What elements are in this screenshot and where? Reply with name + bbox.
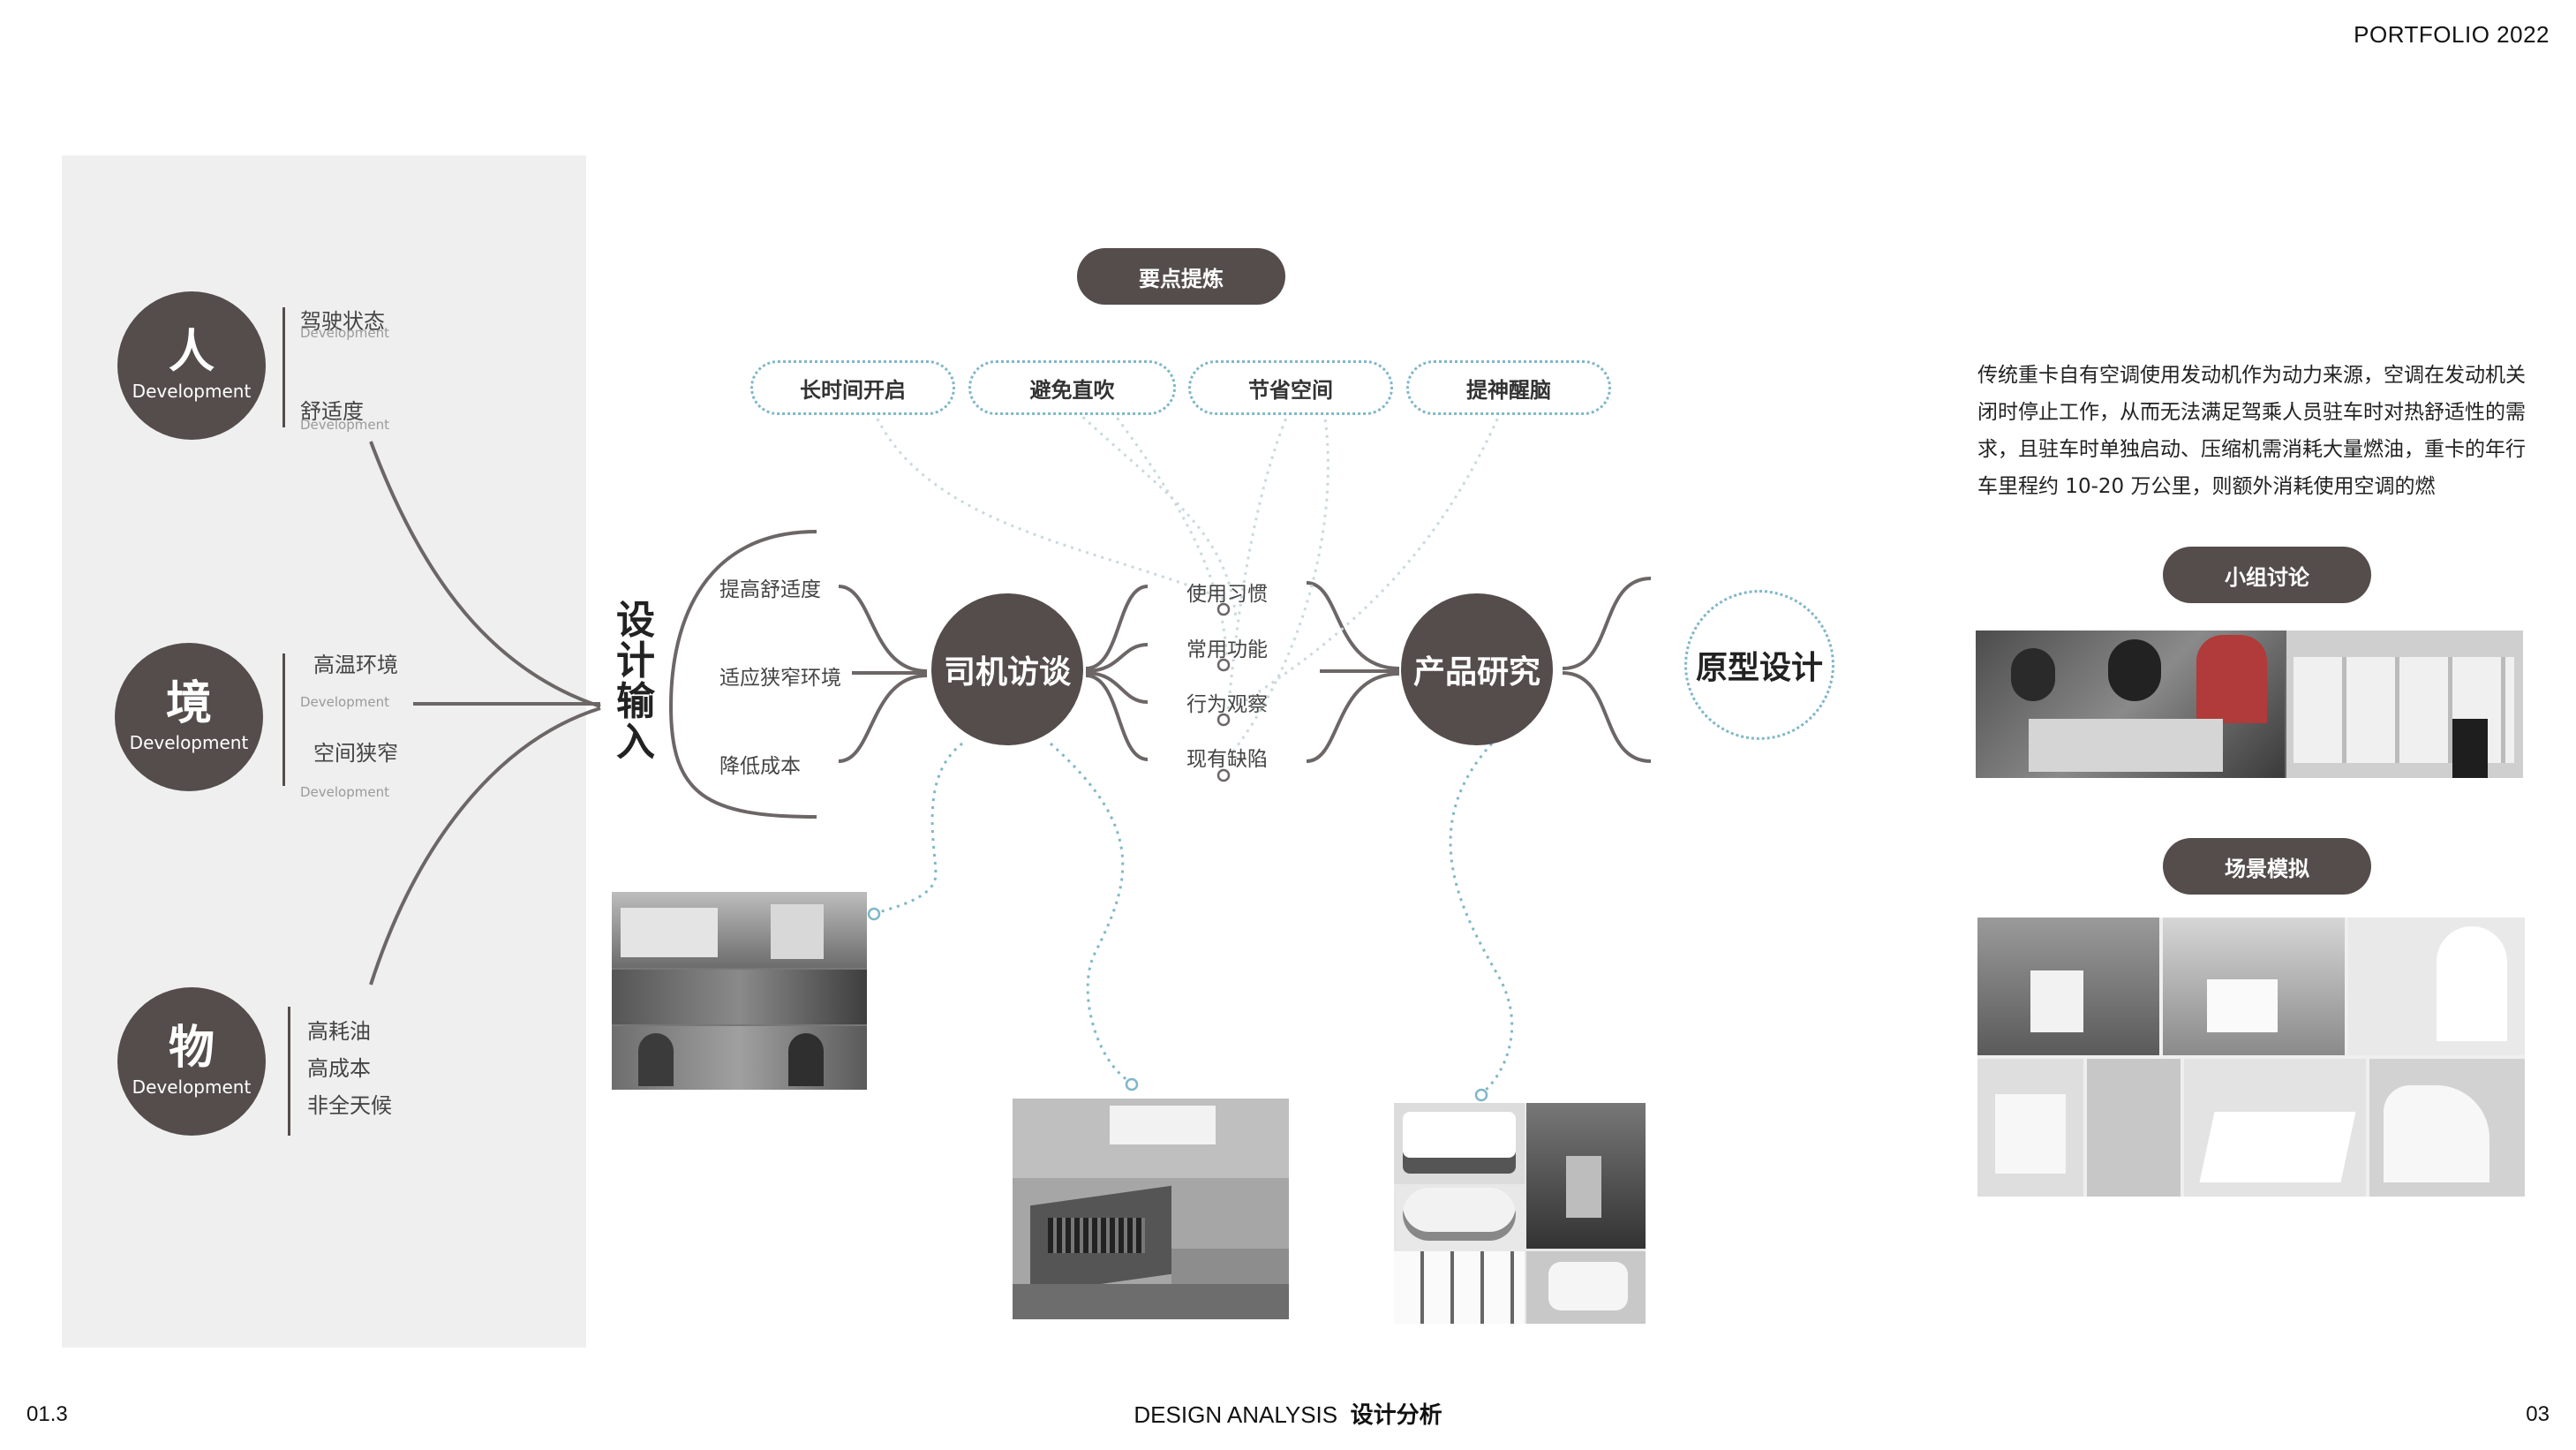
environment-item-high-temp-note: Development [300,694,389,710]
section-title-cn: 设计分析 [1350,1402,1442,1429]
node-product-research: 产品研究 [1401,593,1553,745]
branch-adapt-narrow: 适应狭窄环境 [719,667,841,690]
category-person-circle: 人 Development [117,291,266,440]
page-number-left: 01.3 [26,1402,68,1426]
person-item-driving-state-note: Development [300,325,389,341]
design-input-title: 设计输入 [609,600,662,763]
category-person-char: 人 [168,326,215,379]
portfolio-title: PORTFOLIO 2022 [2354,21,2550,48]
page-number-right: 03 [2526,1402,2550,1426]
person-item-driving-state: 驾驶状态 [300,309,385,334]
branch-behavior-observation: 行为观察 [1186,693,1268,716]
key-point-long-run: 长时间开启 [750,360,955,415]
branch-existing-defects: 现有缺陷 [1186,748,1268,771]
key-point-refresh: 提神醒脑 [1406,360,1611,415]
category-object-divider [288,1007,290,1136]
branch-common-functions: 常用功能 [1186,638,1268,661]
category-object-circle: 物 Development [117,987,266,1136]
category-person-sub: Development [132,381,252,402]
environment-item-narrow-space-note: Development [300,784,389,800]
person-item-comfort-note: Development [300,417,389,433]
node-driver-interview: 司机访谈 [931,593,1083,745]
person-item-comfort: 舒适度 [300,399,364,424]
category-environment-divider [282,653,285,786]
key-point-save-space: 节省空间 [1188,360,1393,415]
group-discussion-photo [1976,631,2523,778]
category-object-sub: Development [132,1076,252,1098]
scene-simulation-title: 场景模拟 [2163,838,2371,895]
object-item-all-weather: 非全天候 [307,1093,392,1118]
branch-usage-habits: 使用习惯 [1186,583,1268,606]
cabin-interior-photo [1013,1099,1289,1319]
branch-improve-comfort: 提高舒适度 [719,578,821,601]
key-points-title: 要点提炼 [1077,248,1285,305]
scene-simulation-photo [1977,918,2525,1197]
category-object-char: 物 [168,1022,215,1075]
section-title: DESIGN ANALYSIS 设计分析 [0,1397,2576,1430]
key-point-avoid-direct: 避免直吹 [968,360,1176,415]
branch-reduce-cost: 降低成本 [719,755,801,778]
environment-item-high-temp: 高温环境 [313,653,398,677]
group-discussion-title: 小组讨论 [2163,547,2371,603]
product-research-photo [1394,1103,1646,1324]
node-prototype-design: 原型设计 [1684,590,1834,740]
category-environment-sub: Development [129,732,249,753]
environment-item-narrow-space: 空间狭窄 [313,741,398,766]
object-item-cost: 高成本 [307,1056,371,1081]
category-environment-circle: 境 Development [115,643,263,791]
truck-interview-photo [612,892,867,1090]
design-input-text: 设计输入 [616,598,655,765]
section-title-en: DESIGN ANALYSIS [1134,1401,1338,1428]
object-item-fuel: 高耗油 [307,1019,371,1044]
description-paragraph: 传统重卡自有空调使用发动机作为动力来源，空调在发动机关闭时停止工作，从而无法满足… [1977,364,2526,498]
category-environment-char: 境 [165,677,212,730]
category-person-divider [282,307,285,427]
